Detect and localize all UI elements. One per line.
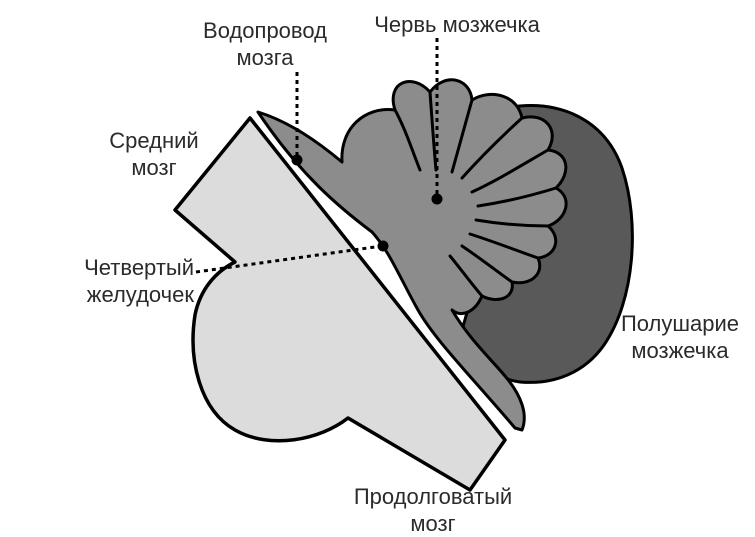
label-medulla-line1: Продолговатый [353,484,513,509]
aqueduct-dot [291,154,303,166]
label-aqueduct-line1: Водопровод [203,18,327,43]
brainstem [173,116,507,492]
label-midbrain-line2: мозг [131,155,177,180]
label-fourth-ventricle-line1: Четвертый [84,255,194,280]
label-aqueduct-line2: мозга [236,45,294,70]
ventricle-dot [377,240,389,252]
label-medulla: Продолговатый мозг [340,483,526,537]
label-hemisphere-line1: Полушарие [620,311,740,336]
label-fourth-ventricle: Четвертый желудочек [54,254,194,308]
label-vermis-line1: Червь мозжечка [374,12,540,37]
label-midbrain-line1: Средний [109,128,199,153]
label-vermis: Червь мозжечка [360,11,554,38]
label-fourth-ventricle-line2: желудочек [86,282,194,307]
vermis-dot [431,193,443,205]
label-hemisphere-line2: мозжечка [631,338,729,363]
cerebellar-vermis [256,78,568,432]
label-aqueduct: Водопровод мозга [190,17,340,71]
label-medulla-line2: мозг [410,511,456,536]
label-hemisphere: Полушарие мозжечка [612,310,748,364]
vermis-folia-grooves [393,90,558,298]
leader-lines [195,38,439,274]
label-midbrain: Средний мозг [104,127,204,181]
